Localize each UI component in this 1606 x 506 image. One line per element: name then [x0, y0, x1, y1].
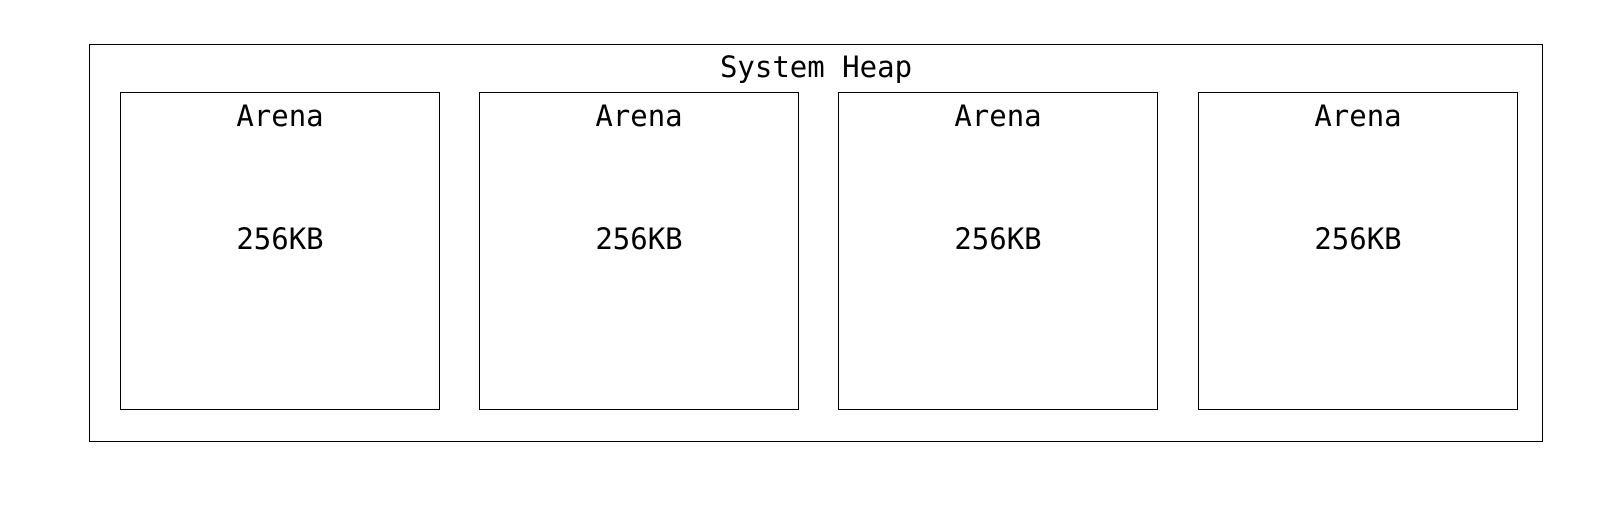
system-heap-box: System Heap Arena 256KB Arena 256KB Aren…	[89, 44, 1543, 442]
arena-box: Arena 256KB	[838, 92, 1158, 410]
arena-label: Arena	[954, 99, 1042, 133]
arena-box: Arena 256KB	[1198, 92, 1518, 410]
system-heap-title: System Heap	[719, 50, 913, 84]
arena-label: Arena	[1314, 99, 1402, 133]
arena-size: 256KB	[954, 222, 1042, 256]
arena-box: Arena 256KB	[120, 92, 440, 410]
arena-size: 256KB	[1314, 222, 1402, 256]
arena-size: 256KB	[236, 222, 324, 256]
arena-size: 256KB	[595, 222, 683, 256]
arena-label: Arena	[595, 99, 683, 133]
arena-label: Arena	[236, 99, 324, 133]
arena-box: Arena 256KB	[479, 92, 799, 410]
